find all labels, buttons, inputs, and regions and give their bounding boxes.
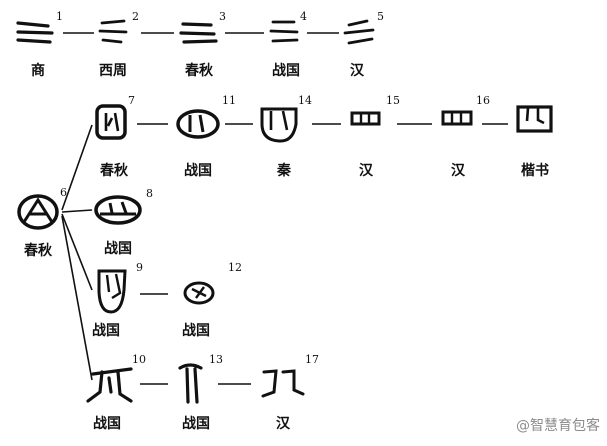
row1-glyph-4 <box>269 20 299 43</box>
era-label: 汉 <box>359 163 374 179</box>
branch-line <box>61 213 93 291</box>
glyph-number: 1 <box>56 10 63 23</box>
row5-glyph-13 <box>178 363 203 404</box>
era-label: 春秋 <box>23 242 53 259</box>
glyph-number: 13 <box>209 353 223 366</box>
era-label: 西周 <box>99 63 127 79</box>
glyph-number: 7 <box>128 94 135 107</box>
row1-glyph-1 <box>16 21 54 44</box>
glyph-number: 3 <box>219 10 226 23</box>
era-label: 战国 <box>92 322 120 339</box>
glyph-number: 11 <box>222 94 236 107</box>
row5-glyph-17 <box>261 369 305 398</box>
glyph-number: 9 <box>136 261 143 274</box>
glyph-number: 16 <box>476 94 490 107</box>
era-label: 战国 <box>182 322 210 339</box>
row2-glyph-kaishu <box>516 105 553 133</box>
glyph-number: 4 <box>300 10 307 23</box>
glyph-number: 12 <box>228 261 242 274</box>
row2-glyph-11 <box>176 109 220 139</box>
row2-glyph-16 <box>441 110 473 126</box>
row5-glyph-10 <box>86 367 133 403</box>
row4-glyph-12 <box>183 281 215 305</box>
branch-line <box>61 215 93 381</box>
era-label: 楷书 <box>521 162 549 179</box>
era-label: 秦 <box>276 162 292 179</box>
row3-glyph-8 <box>94 195 142 225</box>
row1-glyph-5 <box>343 19 375 45</box>
era-label: 汉 <box>451 163 466 179</box>
row2-glyph-7 <box>95 104 127 140</box>
era-label: 战国 <box>272 62 300 79</box>
row4-glyph-9 <box>97 269 127 314</box>
era-label: 战国 <box>104 240 132 257</box>
glyph-number: 5 <box>377 10 384 23</box>
era-label: 战国 <box>182 415 210 432</box>
era-label: 春秋 <box>184 62 214 79</box>
era-label: 战国 <box>184 162 212 179</box>
era-label: 春秋 <box>99 162 129 179</box>
glyph-number: 14 <box>298 94 312 107</box>
row2-glyph-14 <box>260 107 298 143</box>
branch-line <box>61 209 93 213</box>
era-label: 汉 <box>350 63 365 79</box>
era-label: 商 <box>31 62 45 79</box>
glyph-number: 6 <box>60 186 67 199</box>
watermark: @智慧育包客 <box>516 417 600 434</box>
glyph-number: 10 <box>132 353 146 366</box>
era-label: 汉 <box>276 416 291 432</box>
row1-glyph-2 <box>98 19 128 44</box>
glyph-number: 15 <box>386 94 400 107</box>
era-label: 战国 <box>93 415 121 432</box>
glyph-number: 2 <box>132 10 139 23</box>
row2-glyph-15 <box>350 111 381 126</box>
row1-glyph-3 <box>179 22 218 44</box>
glyph-number: 8 <box>146 187 153 200</box>
root-glyph <box>17 194 59 230</box>
branch-line <box>61 124 93 211</box>
glyph-number: 17 <box>305 353 319 366</box>
